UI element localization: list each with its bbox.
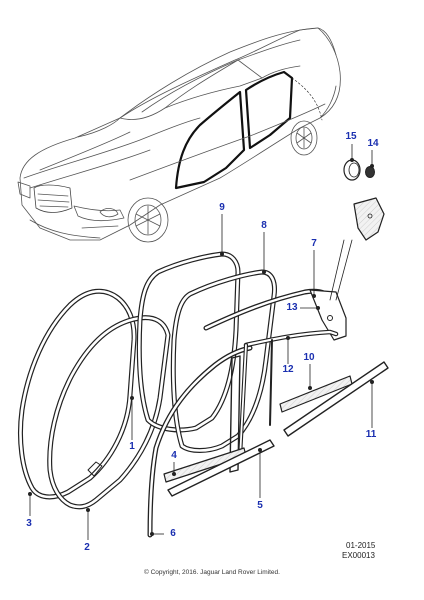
part-11-strip xyxy=(283,361,389,437)
part-3-seal xyxy=(18,288,137,500)
callout-14[interactable]: 14 xyxy=(367,138,379,149)
callout-11[interactable]: 11 xyxy=(365,429,377,440)
copyright-text: © Copyright, 2016. Jaguar Land Rover Lim… xyxy=(144,569,280,576)
callout-15[interactable]: 15 xyxy=(345,131,357,142)
doc-date: 01-2015 xyxy=(346,541,376,550)
part-13-bracket xyxy=(353,197,385,241)
callout-4[interactable]: 4 xyxy=(171,450,177,461)
leader-lines xyxy=(27,144,374,540)
callout-8[interactable]: 8 xyxy=(261,220,267,231)
callout-6[interactable]: 6 xyxy=(170,528,176,539)
doc-code: EX00013 xyxy=(342,551,375,560)
callout-1[interactable]: 1 xyxy=(129,441,135,452)
part-5-strip xyxy=(167,439,275,497)
part-14-clip xyxy=(365,166,375,178)
callout-3[interactable]: 3 xyxy=(26,518,32,529)
part-7-channel xyxy=(203,288,347,341)
callout-7[interactable]: 7 xyxy=(311,238,317,249)
seal-parts xyxy=(18,77,389,538)
part-15-plug xyxy=(343,159,361,181)
car-illustration xyxy=(17,27,341,243)
callout-10[interactable]: 10 xyxy=(303,352,315,363)
callout-9[interactable]: 9 xyxy=(219,202,225,213)
callout-13[interactable]: 13 xyxy=(286,302,298,313)
part-6-channel xyxy=(147,345,253,538)
callout-2[interactable]: 2 xyxy=(84,542,90,553)
callout-12[interactable]: 12 xyxy=(282,364,294,375)
callout-5[interactable]: 5 xyxy=(257,500,263,511)
